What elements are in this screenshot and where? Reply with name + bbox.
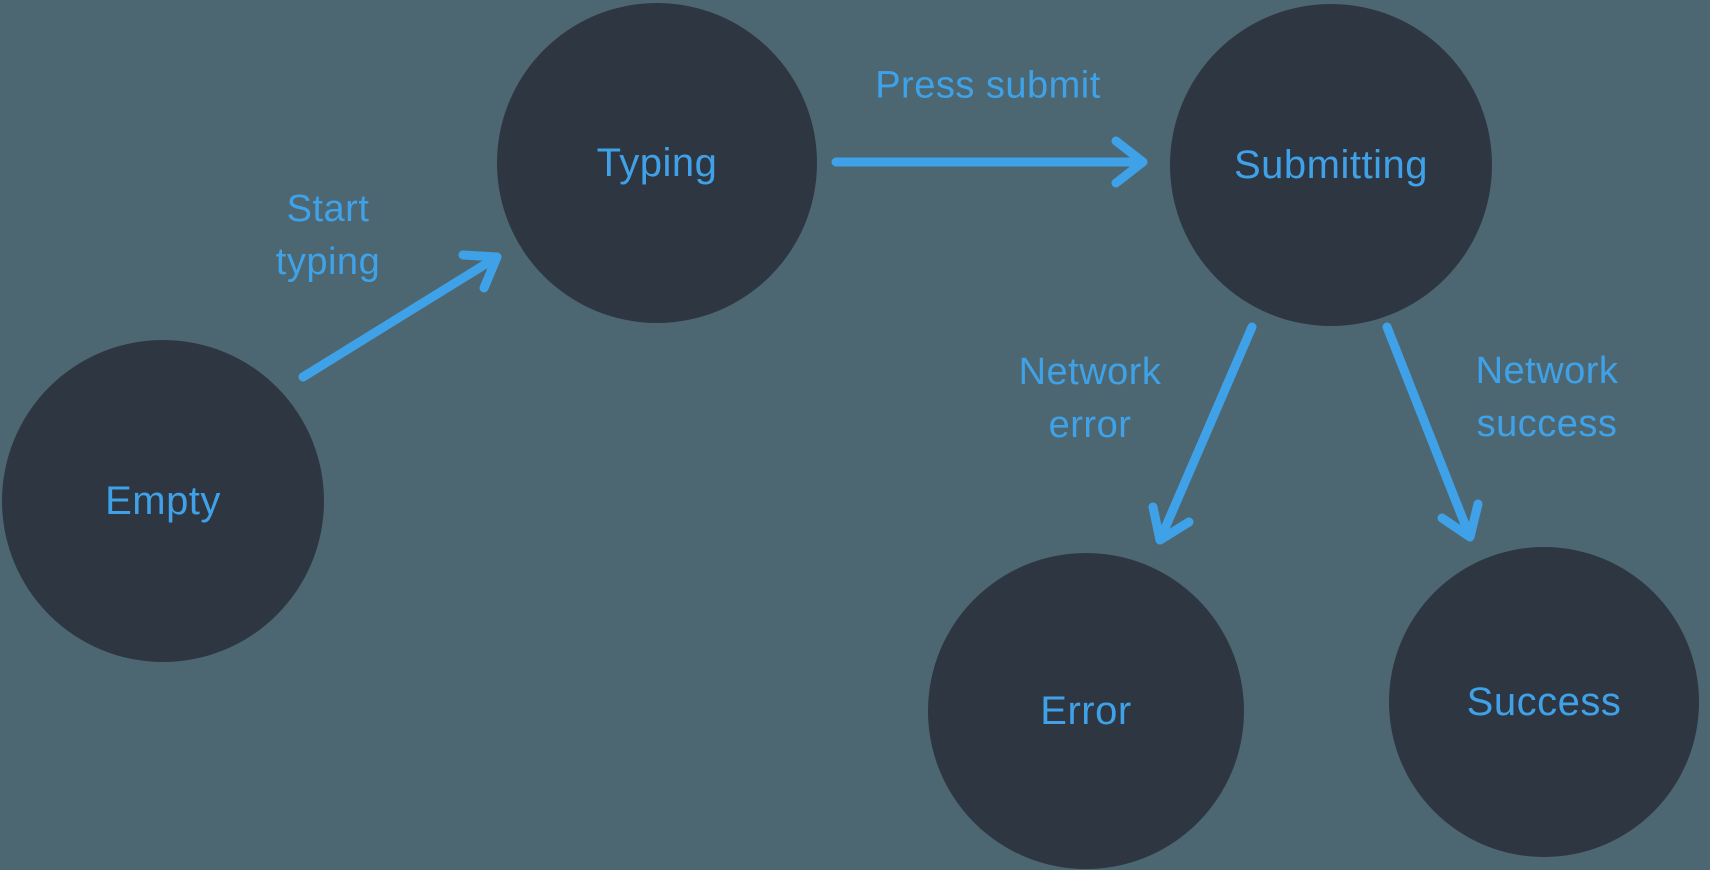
state-label-error: Error bbox=[1040, 688, 1132, 733]
transition-label-start-typing: Start typing bbox=[276, 183, 380, 289]
transition-label-network-error: Network error bbox=[1019, 346, 1162, 452]
state-label-empty: Empty bbox=[105, 478, 221, 523]
state-node-submitting: Submitting bbox=[1170, 4, 1492, 326]
transition-arrow-press-submit bbox=[831, 136, 1148, 188]
transition-label-press-submit: Press submit bbox=[875, 60, 1101, 113]
transition-arrow-start-typing bbox=[298, 250, 502, 382]
transition-label-network-success: Network success bbox=[1476, 345, 1619, 451]
transition-arrow-network-error bbox=[1148, 322, 1257, 545]
transition-label-line: success bbox=[1476, 403, 1618, 445]
transition-label-line: Press submit bbox=[875, 64, 1101, 107]
state-node-typing: Typing bbox=[497, 3, 817, 323]
transition-label-line: error bbox=[1048, 404, 1132, 446]
transition-label-line: typing bbox=[275, 241, 381, 283]
transition-label-line: Network bbox=[1018, 351, 1162, 393]
state-label-submitting: Submitting bbox=[1234, 142, 1428, 187]
transition-label-line: Start bbox=[286, 188, 370, 230]
state-label-success: Success bbox=[1466, 679, 1622, 724]
state-label-typing: Typing bbox=[596, 140, 718, 185]
transition-arrow-network-success bbox=[1382, 322, 1483, 542]
state-node-error: Error bbox=[928, 553, 1244, 869]
transition-label-line: Network bbox=[1475, 350, 1619, 392]
state-node-success: Success bbox=[1389, 547, 1699, 857]
state-node-empty: Empty bbox=[2, 340, 324, 662]
